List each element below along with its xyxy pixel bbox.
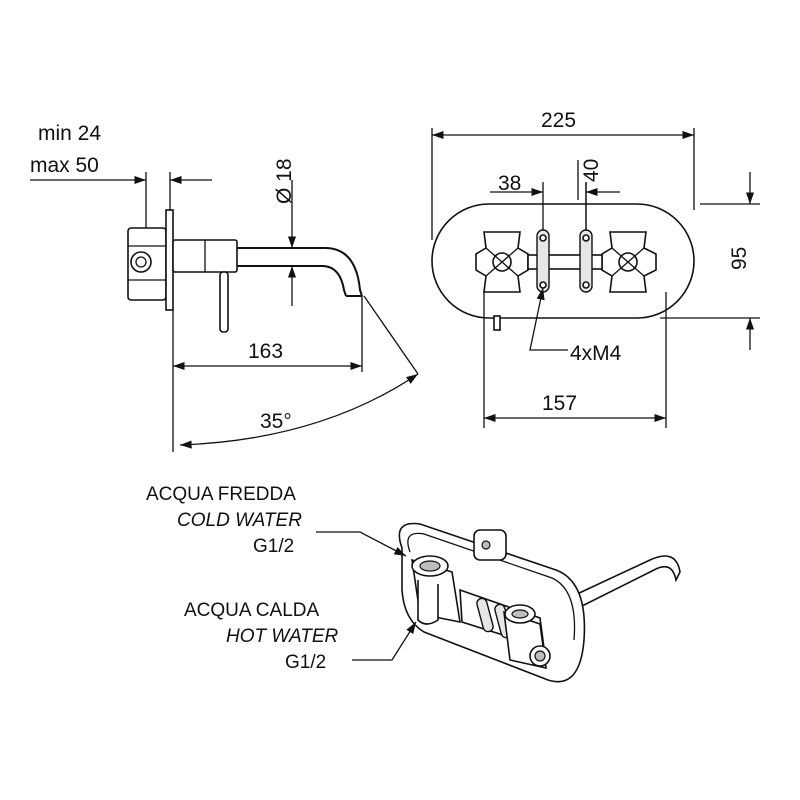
screw-hole — [582, 234, 590, 242]
connection-port-inner — [135, 256, 147, 268]
body-width-label: 157 — [542, 392, 577, 415]
spacing-label: 38 — [498, 172, 521, 195]
iso-cold-tube — [417, 580, 439, 625]
lever-stub — [493, 315, 501, 331]
diameter-label: Ø 18 — [273, 158, 296, 204]
screw-hole — [539, 281, 547, 289]
screws-label: 4xM4 — [570, 342, 622, 365]
connection-port — [130, 251, 152, 273]
screws-leader — [529, 287, 568, 351]
screw-hole — [582, 281, 590, 289]
width-label: 225 — [541, 109, 576, 132]
spout-bottom — [237, 265, 347, 297]
hot-en-label: HOT WATER — [226, 626, 339, 647]
cold-leader — [316, 531, 407, 557]
front-view: 225 38 40 95 — [431, 109, 760, 428]
screw-lug-right — [579, 229, 593, 293]
angle-ext-line — [363, 295, 419, 375]
iso-cold-inlet-bore — [419, 560, 441, 572]
iso-hot-inlet-bore — [511, 609, 529, 619]
hot-valve-cross-head — [601, 231, 657, 293]
hot-leader — [352, 621, 417, 661]
cold-valve-cross-head — [475, 231, 529, 293]
height-label: 95 — [728, 247, 751, 270]
angle-label: 35° — [260, 410, 292, 433]
hot-it-label: ACQUA CALDA — [184, 600, 319, 621]
iso-view: ACQUA FREDDA COLD WATER G1/2 ACQUA CALDA… — [146, 484, 681, 683]
cold-en-label: COLD WATER — [177, 510, 302, 531]
hot-thread-label: G1/2 — [285, 652, 326, 673]
iso-screw-lug — [476, 597, 494, 633]
iso-plate-edge — [407, 532, 576, 641]
projection-label: 163 — [248, 340, 283, 363]
iso-spout — [558, 555, 681, 616]
spout-top — [237, 247, 363, 297]
cold-it-label: ACQUA FREDDA — [146, 484, 296, 505]
iso-rear-hole — [481, 540, 491, 550]
iso-outlet-bore — [534, 650, 546, 662]
wall-plate — [165, 209, 174, 311]
angle-arc — [179, 373, 419, 449]
wall-min-label: min 24 — [38, 122, 101, 145]
lever-handle — [219, 271, 229, 333]
side-view: min 24 max 50 Ø 18 163 35° — [30, 122, 419, 452]
wall-max-label: max 50 — [30, 154, 99, 177]
offset-label: 40 — [580, 159, 603, 182]
cold-thread-label: G1/2 — [253, 536, 294, 557]
screw-hole — [539, 234, 547, 242]
